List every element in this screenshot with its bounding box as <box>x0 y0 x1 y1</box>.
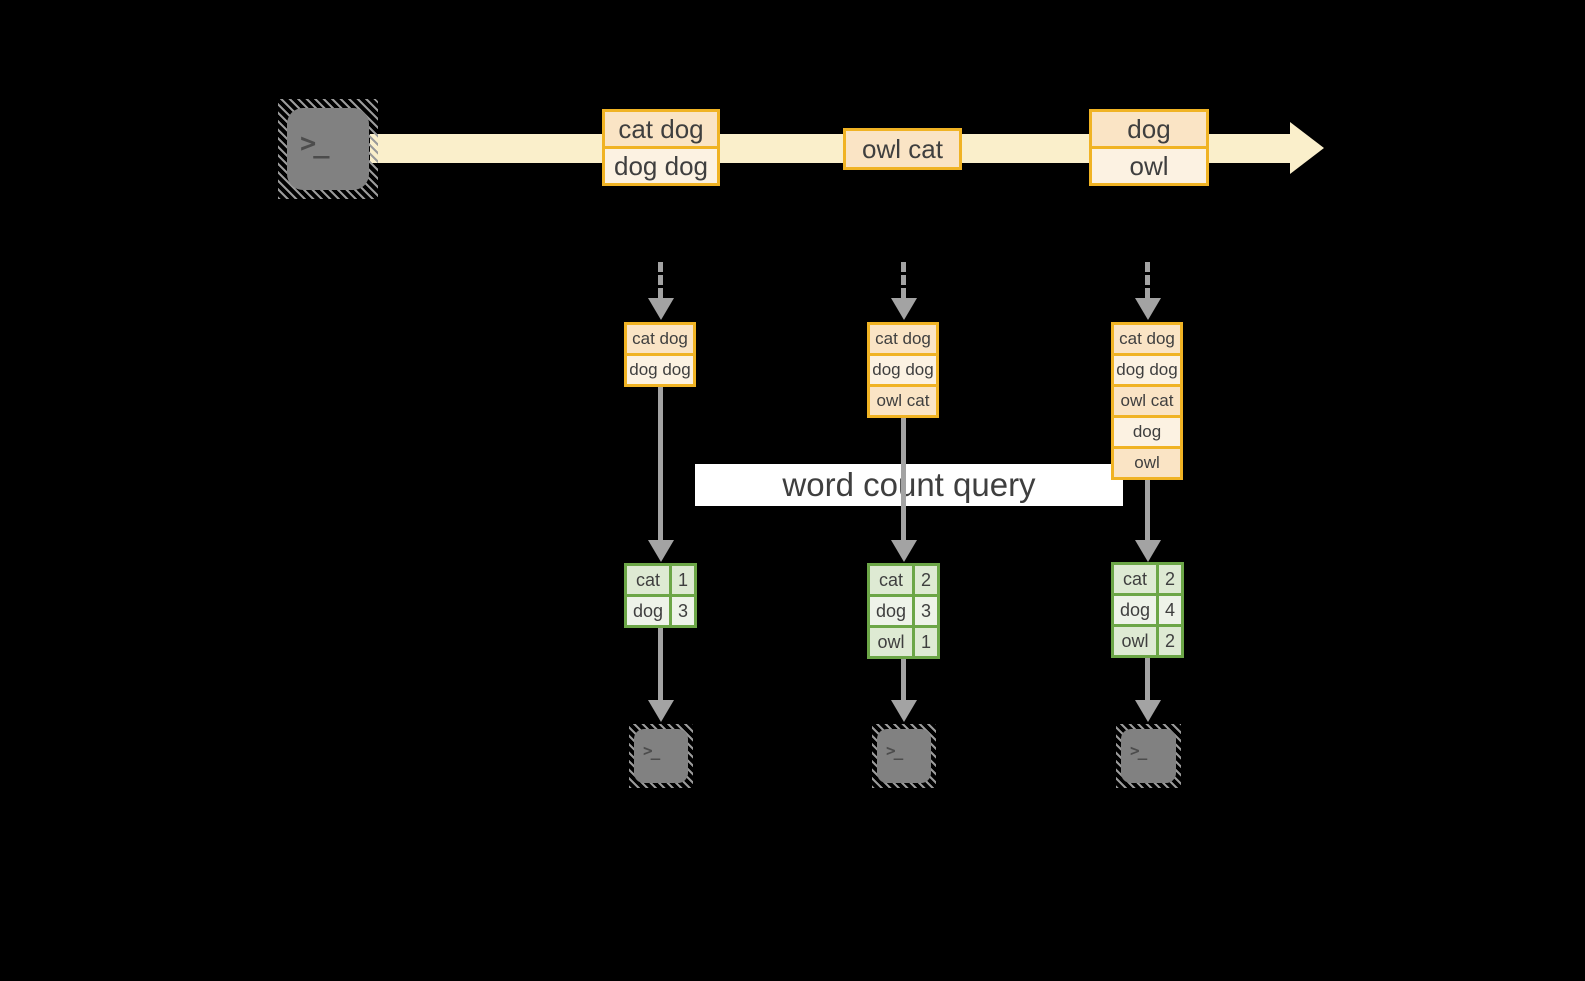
count-row: cat 1 <box>627 566 694 594</box>
batch-item: dog <box>1092 112 1206 146</box>
count-cell: 3 <box>672 597 694 625</box>
trigger-arrow-line-1 <box>658 262 663 298</box>
batch-item: owl <box>1092 146 1206 183</box>
trigger-arrowhead-1 <box>648 298 674 320</box>
state-item: owl <box>1114 446 1180 477</box>
count-row: dog 3 <box>870 594 937 625</box>
word-cell: cat <box>627 566 672 594</box>
sink-terminal-icon-3: >_ <box>1116 724 1181 788</box>
source-terminal-icon: >_ <box>278 99 378 199</box>
count-cell: 3 <box>915 597 937 625</box>
count-row: cat 2 <box>1114 565 1181 593</box>
trigger-arrow-line-3 <box>1145 262 1150 298</box>
stream-batch-1: cat dog dog dog <box>602 109 720 186</box>
word-cell: owl <box>1114 627 1159 655</box>
word-cell: dog <box>870 597 915 625</box>
count-cell: 2 <box>915 566 937 594</box>
trigger-arrowhead-3 <box>1135 298 1161 320</box>
terminal-body: >_ <box>1121 729 1176 783</box>
state-item: cat dog <box>627 325 693 353</box>
terminal-prompt-glyph: >_ <box>300 128 329 159</box>
output-arrow-line-2 <box>901 659 906 700</box>
terminal-prompt-glyph: >_ <box>1130 741 1147 760</box>
count-cell: 1 <box>672 566 694 594</box>
state-item: dog <box>1114 415 1180 446</box>
count-cell: 4 <box>1159 596 1181 624</box>
batch-item: dog dog <box>605 146 717 183</box>
word-cell: dog <box>1114 596 1159 624</box>
batch-item: owl cat <box>846 131 959 167</box>
count-row: owl 1 <box>870 625 937 656</box>
count-row: dog 4 <box>1114 593 1181 624</box>
word-cell: cat <box>870 566 915 594</box>
trigger-arrow-line-2 <box>901 262 906 298</box>
state-item: dog dog <box>870 353 936 384</box>
terminal-prompt-glyph: >_ <box>643 741 660 760</box>
count-table-2: cat 2 dog 3 owl 1 <box>867 563 940 659</box>
terminal-body: >_ <box>877 729 931 783</box>
count-row: cat 2 <box>870 566 937 594</box>
count-row: dog 3 <box>627 594 694 625</box>
stream-batch-2: owl cat <box>843 128 962 170</box>
state-item: cat dog <box>870 325 936 353</box>
query-arrowhead-2 <box>891 540 917 562</box>
sink-terminal-icon-2: >_ <box>872 724 936 788</box>
count-table-1: cat 1 dog 3 <box>624 563 697 628</box>
word-count-query-label: word count query <box>782 466 1036 503</box>
count-cell: 2 <box>1159 565 1181 593</box>
word-cell: owl <box>870 628 915 656</box>
word-cell: cat <box>1114 565 1159 593</box>
count-table-3: cat 2 dog 4 owl 2 <box>1111 562 1184 658</box>
stream-arrowhead-icon <box>1290 122 1324 174</box>
terminal-body: >_ <box>634 729 688 783</box>
trigger-arrowhead-2 <box>891 298 917 320</box>
stream-batch-3: dog owl <box>1089 109 1209 186</box>
query-arrow-line-2 <box>901 418 906 540</box>
state-buffer-2: cat dog dog dog owl cat <box>867 322 939 418</box>
query-arrow-line-1 <box>658 387 663 540</box>
word-count-query-band: word count query <box>695 464 1123 506</box>
terminal-prompt-glyph: >_ <box>886 741 903 760</box>
batch-item: cat dog <box>605 112 717 146</box>
count-cell: 1 <box>915 628 937 656</box>
state-item: owl cat <box>1114 384 1180 415</box>
query-arrowhead-1 <box>648 540 674 562</box>
output-arrowhead-2 <box>891 700 917 722</box>
terminal-body: >_ <box>287 108 369 190</box>
output-arrowhead-1 <box>648 700 674 722</box>
word-cell: dog <box>627 597 672 625</box>
query-arrowhead-3 <box>1135 540 1161 562</box>
state-buffer-3: cat dog dog dog owl cat dog owl <box>1111 322 1183 480</box>
state-item: dog dog <box>1114 353 1180 384</box>
output-arrowhead-3 <box>1135 700 1161 722</box>
output-arrow-line-1 <box>658 628 663 700</box>
count-row: owl 2 <box>1114 624 1181 655</box>
state-item: owl cat <box>870 384 936 415</box>
state-buffer-1: cat dog dog dog <box>624 322 696 387</box>
state-item: cat dog <box>1114 325 1180 353</box>
count-cell: 2 <box>1159 627 1181 655</box>
state-item: dog dog <box>627 353 693 384</box>
output-arrow-line-3 <box>1145 658 1150 700</box>
sink-terminal-icon-1: >_ <box>629 724 693 788</box>
query-arrow-line-3 <box>1145 480 1150 540</box>
